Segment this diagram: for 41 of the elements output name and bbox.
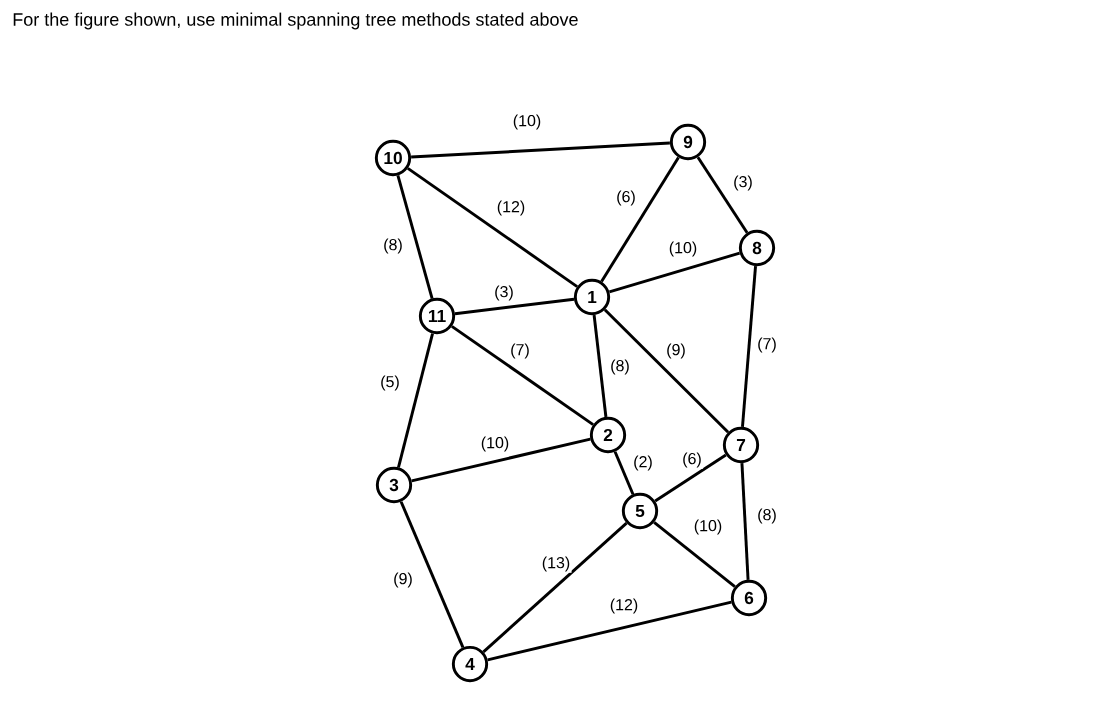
edge-line — [451, 325, 594, 426]
edge-line — [740, 463, 750, 580]
edge-line — [411, 437, 591, 483]
edge-label: (13) — [540, 555, 572, 573]
edge-line — [487, 600, 732, 662]
caption-text: For the figure shown, use minimal spanning tree methods stated above — [13, 12, 578, 30]
edge-label: (12) — [608, 597, 640, 615]
edge-label: (10) — [692, 518, 724, 536]
edge-line — [613, 451, 635, 495]
edge-label: (10) — [667, 240, 699, 258]
edge-label: (9) — [664, 342, 688, 360]
edge-line — [603, 308, 730, 434]
edge-label: (8) — [755, 507, 779, 525]
edge-label: (3) — [731, 174, 755, 192]
edge-label: (10) — [511, 113, 543, 131]
edge-label: (8) — [608, 358, 632, 376]
edge-label: (7) — [508, 342, 532, 360]
edge-label: (2) — [631, 454, 655, 472]
edge-line — [654, 453, 727, 503]
edge-line — [653, 521, 736, 588]
edge-label: (10) — [479, 435, 511, 453]
edge-label: (3) — [492, 284, 516, 302]
edge-label: (6) — [614, 189, 638, 207]
edge-label: (5) — [378, 374, 402, 392]
edge-label: (8) — [381, 237, 405, 255]
edge-line — [396, 175, 434, 299]
edge-line — [592, 314, 608, 418]
edge-line — [399, 501, 465, 648]
edge-label: (6) — [680, 451, 704, 469]
edge-line — [600, 156, 680, 283]
edge-line — [482, 522, 628, 653]
edge-label: (9) — [391, 571, 415, 589]
edge-line — [407, 167, 578, 288]
edge-line — [397, 333, 434, 468]
edge-label: (7) — [755, 336, 779, 354]
edge-line — [608, 251, 741, 294]
edge-line — [696, 156, 749, 234]
edge-line — [411, 141, 670, 159]
edge-label: (12) — [495, 199, 527, 217]
edge-line — [454, 297, 575, 316]
edge-line — [741, 265, 757, 428]
